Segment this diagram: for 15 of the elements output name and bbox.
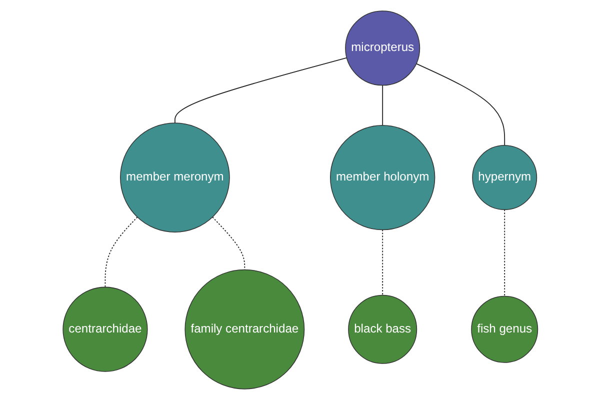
connector bbox=[382, 229, 383, 296]
node-circle: centrarchidae bbox=[62, 286, 148, 372]
node-circle: member meronym bbox=[120, 122, 230, 232]
node-circle: fish genus bbox=[470, 296, 538, 363]
node-circle: micropterus bbox=[344, 10, 420, 86]
connector bbox=[416, 63, 505, 146]
node-circle: black bass bbox=[348, 294, 417, 364]
connector bbox=[382, 84, 383, 126]
connector bbox=[212, 216, 245, 270]
node-circle: hypernym bbox=[472, 145, 537, 210]
node-circle: family centrarchidae bbox=[184, 269, 304, 390]
node-circle: member holonym bbox=[330, 124, 435, 230]
connector bbox=[504, 209, 505, 297]
connector bbox=[104, 216, 138, 288]
connector bbox=[174, 57, 347, 124]
